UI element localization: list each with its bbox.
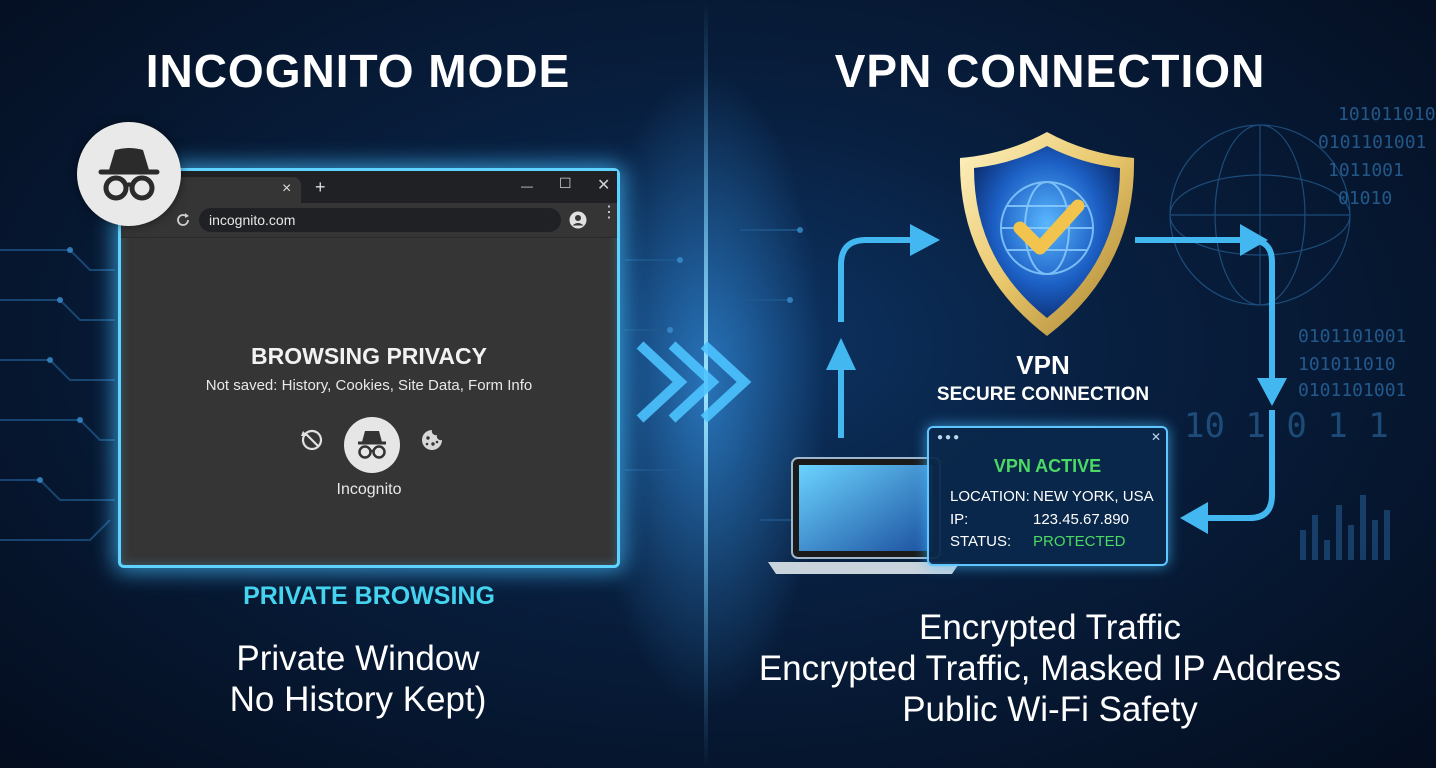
more-menu-icon[interactable]: ⋮ xyxy=(601,204,617,221)
ip-value: 123.45.67.890 xyxy=(1033,511,1129,528)
browser-tab-bar: × + — ☐ ✕ xyxy=(121,171,617,203)
binary-text-8: 10 1 0 1 1 xyxy=(1184,406,1389,446)
shield-title: VPN xyxy=(1016,350,1070,380)
close-window-button[interactable]: ✕ xyxy=(597,177,611,194)
binary-text-1: 101011010 xyxy=(1338,104,1436,125)
location-value: NEW YORK, USA xyxy=(1033,488,1154,505)
right-line-1: Encrypted Traffic xyxy=(919,608,1181,647)
window-dots-icon: ●●● xyxy=(937,432,962,443)
binary-text-3: 1011001 xyxy=(1328,160,1404,181)
ip-key: IP: xyxy=(950,511,969,528)
not-saved-text: Not saved: History, Cookies, Site Data, … xyxy=(205,377,533,394)
right-line-2: Encrypted Traffic, Masked IP Address xyxy=(758,649,1342,688)
left-line-1: Private Window xyxy=(236,639,480,678)
browser-window: × + — ☐ ✕ incognito.com ⋮ BROWSING PRIVA… xyxy=(118,168,620,568)
binary-text-2: 0101101001 xyxy=(1318,132,1427,153)
shield-subtitle: SECURE CONNECTION xyxy=(936,384,1150,405)
binary-text-7: 0101101001 xyxy=(1298,380,1407,401)
incognito-label: Incognito xyxy=(336,481,402,498)
browser-tab[interactable]: × xyxy=(161,177,301,203)
left-line-2: No History Kept) xyxy=(229,680,487,719)
panel-close-icon[interactable]: ✕ xyxy=(1151,430,1162,444)
private-browsing-label: PRIVATE BROWSING xyxy=(243,582,495,610)
minimize-button[interactable]: — xyxy=(521,179,533,193)
incognito-logo-icon xyxy=(98,148,160,201)
reload-icon[interactable] xyxy=(175,212,191,228)
incognito-logo-badge xyxy=(77,122,181,226)
address-bar[interactable]: incognito.com xyxy=(199,208,561,232)
vpn-status-panel: ●●● ✕ VPN ACTIVE LOCATION: NEW YORK, USA… xyxy=(927,426,1168,566)
status-value: PROTECTED xyxy=(1033,533,1126,550)
location-key: LOCATION: xyxy=(950,488,1030,505)
binary-text-6: 101011010 xyxy=(1298,354,1396,375)
status-key: STATUS: xyxy=(950,533,1012,550)
new-tab-button[interactable]: + xyxy=(315,177,326,197)
binary-text-5: 0101101001 xyxy=(1298,326,1407,347)
shield-icon xyxy=(959,132,1135,336)
vpn-active-label: VPN ACTIVE xyxy=(993,456,1102,476)
incognito-center-badge xyxy=(344,417,400,473)
browser-toolbar: incognito.com ⋮ xyxy=(121,203,617,238)
tab-close-icon[interactable]: × xyxy=(282,180,292,197)
incognito-icon xyxy=(358,431,386,459)
right-line-3: Public Wi-Fi Safety xyxy=(902,690,1198,729)
binary-text-4: 01010 xyxy=(1338,188,1393,209)
vpn-connection-title: VPN CONNECTION xyxy=(834,45,1266,97)
history-off-icon xyxy=(301,429,323,451)
browsing-privacy-heading: BROWSING PRIVACY xyxy=(251,343,487,369)
cookie-icon xyxy=(422,430,442,450)
laptop-icon xyxy=(768,457,960,574)
maximize-button[interactable]: ☐ xyxy=(559,175,572,191)
incognito-mode-title: INCOGNITO MODE xyxy=(145,45,571,97)
profile-icon[interactable] xyxy=(569,211,587,229)
